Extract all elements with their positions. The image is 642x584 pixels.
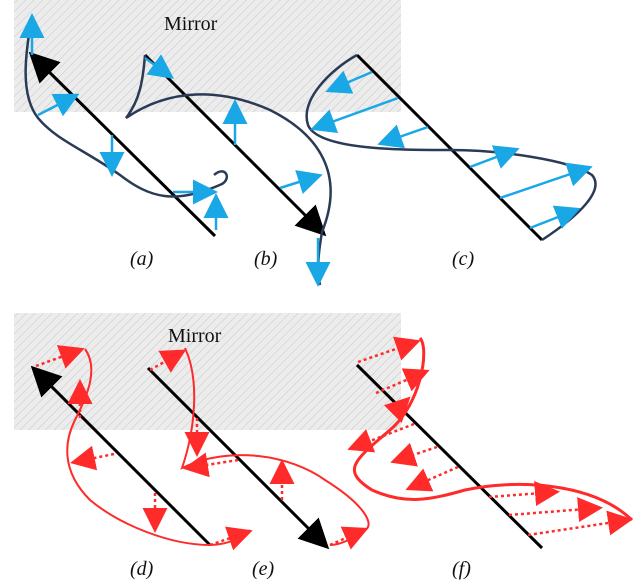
panel-b-field-arrow [144, 54, 175, 79]
panel-e-axis-arrow [146, 366, 330, 550]
panel-e-field-arrow [329, 526, 369, 550]
panel-c-field-arrow [529, 205, 581, 230]
panel-e-label: (e) [252, 558, 275, 580]
panel-c-wave-curve [305, 53, 597, 242]
panel-a-field-arrow [37, 93, 80, 117]
panel-c-field-arrow [469, 145, 520, 169]
panel-f-field-arrow [384, 396, 411, 423]
panel-b-field-arrow [279, 170, 323, 194]
panel-f-field-arrow [508, 497, 603, 523]
panel-e: (e) [146, 347, 370, 580]
panel-f-field-arrow [347, 422, 415, 453]
panel-c-axis [355, 53, 544, 242]
panel-d-field-arrow [70, 445, 115, 471]
panel-a: (a) [19, 13, 229, 270]
panel-e-field-arrow [149, 349, 187, 373]
mirror-label-bottom: Mirror [168, 325, 222, 347]
panel-f-field-arrow [375, 368, 430, 395]
panel-f-field-arrow [488, 481, 560, 506]
panel-d-axis-arrow [30, 365, 212, 547]
panel-d: (d) [30, 345, 253, 580]
panel-f-label: (f) [452, 558, 471, 580]
panel-e-field-arrow [183, 452, 239, 478]
panel-c-field-arrow [499, 162, 593, 200]
panel-f-field-arrow [527, 510, 633, 537]
panel-c-field-arrow [325, 70, 373, 94]
panel-b-axis-arrow [143, 53, 327, 237]
panel-f-field-arrow [357, 336, 421, 364]
panel-d-label: (d) [130, 558, 154, 580]
panel-a-axis-arrow [28, 51, 217, 238]
panel-a-label: (a) [130, 248, 154, 270]
panel-f-field-arrow [405, 465, 459, 492]
panel-d-field-arrow [35, 345, 85, 369]
panel-b-label: (b) [254, 248, 278, 270]
panel-b: (b) [125, 53, 332, 287]
mirror-label-top: Mirror [164, 13, 218, 35]
panel-f-axis [355, 363, 544, 550]
panel-f: (f) [347, 336, 634, 580]
panel-c-field-arrow [377, 124, 429, 149]
panel-b-wave-curve [125, 54, 332, 286]
panel-c-field-arrow [310, 96, 399, 133]
panel-d-field-arrow [209, 526, 253, 551]
panel-c: (c) [305, 53, 597, 270]
panel-f-field-arrow [390, 442, 438, 467]
panel-c-label: (c) [452, 248, 475, 270]
